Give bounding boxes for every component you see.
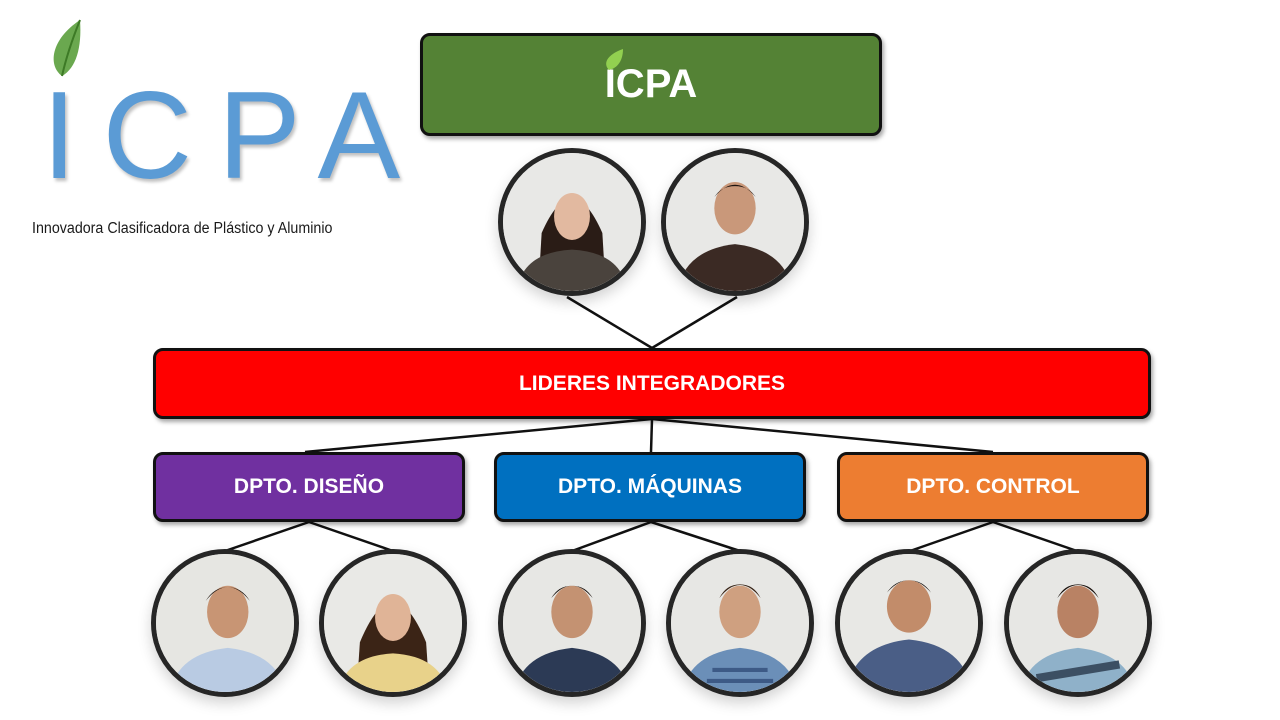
connector-line xyxy=(224,520,310,553)
maquinas-member-photo xyxy=(498,549,646,697)
connector-line xyxy=(308,520,394,553)
connector-line xyxy=(909,520,994,553)
dept-diseno-box: DPTO. DISEÑO xyxy=(153,452,465,522)
diseno-member-photo xyxy=(319,549,467,697)
connector-line xyxy=(304,417,653,454)
logo-subtitle: Innovadora Clasificadora de Plástico y A… xyxy=(32,220,333,237)
person-photo xyxy=(666,153,804,291)
person-photo xyxy=(840,554,978,692)
brand-label-wrap: ICPA xyxy=(604,49,698,107)
person-photo xyxy=(324,554,462,692)
control-member-photo xyxy=(1004,549,1152,697)
connector-line xyxy=(571,520,652,553)
leaders-box: LIDERES INTEGRADORES xyxy=(153,348,1151,419)
control-member-photo xyxy=(835,549,983,697)
connector-line xyxy=(650,520,741,553)
company-header-box: ICPA xyxy=(420,33,882,136)
dept-control-box: DPTO. CONTROL xyxy=(837,452,1149,522)
dept-label: DPTO. MÁQUINAS xyxy=(558,475,742,498)
connector-line xyxy=(566,295,653,350)
leaf-icon xyxy=(605,49,623,70)
company-logo: ICPA Innovadora Clasificadora de Plástic… xyxy=(28,18,400,248)
leaf-icon xyxy=(53,19,81,77)
connector-line xyxy=(651,417,994,454)
diseno-member-photo xyxy=(151,549,299,697)
connector-line xyxy=(649,418,654,453)
leader-photo xyxy=(661,148,809,296)
dept-label: DPTO. CONTROL xyxy=(906,475,1080,498)
dept-maquinas-box: DPTO. MÁQUINAS xyxy=(494,452,806,522)
dept-label: DPTO. DISEÑO xyxy=(233,475,385,498)
leader-photo xyxy=(498,148,646,296)
brand-label: ICPA xyxy=(604,62,698,106)
person-photo xyxy=(503,554,641,692)
leaders-label: LIDERES INTEGRADORES xyxy=(518,371,786,395)
person-photo xyxy=(1009,554,1147,692)
person-photo xyxy=(503,153,641,291)
connector-line xyxy=(992,520,1078,553)
logo-wordmark: ICPA xyxy=(42,67,427,205)
connector-line xyxy=(651,295,738,350)
person-photo xyxy=(671,554,809,692)
person-photo xyxy=(156,554,294,692)
maquinas-member-photo xyxy=(666,549,814,697)
